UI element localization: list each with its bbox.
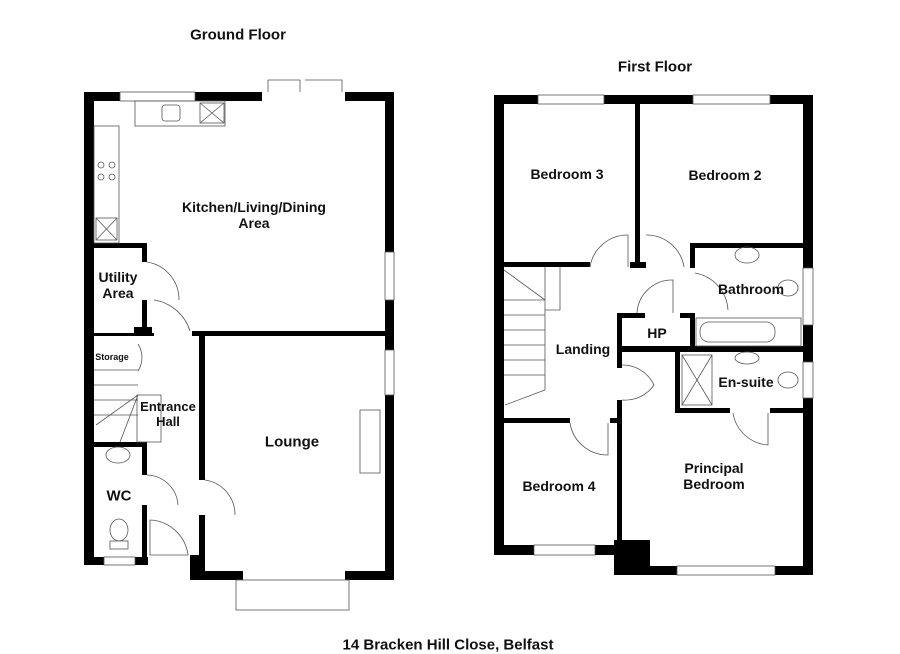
room-label-entrance-hall: Entrance Hall [140,399,196,429]
first-floor-heading: First Floor [617,58,693,76]
property-address: 14 Bracken Hill Close, Belfast [342,636,554,654]
room-label-wc: WC [106,487,132,505]
room-label-storage: Storage [95,351,129,362]
room-label-utility: Utility Area [98,268,138,301]
ground-floor-walls [84,92,394,580]
room-label-bathroom: Bathroom [717,280,785,297]
room-label-hp: HP [647,324,667,341]
room-label-kitchen: Kitchen/Living/Dining Area [182,198,326,231]
first-floor-fixtures [503,94,814,576]
room-label-principal-bedroom: Principal Bedroom [683,459,745,492]
room-label-landing: Landing [555,340,611,357]
room-label-bedroom-3: Bedroom 3 [530,165,604,182]
ground-floor-heading: Ground Floor [190,26,286,44]
ground-floor-fixtures [93,79,395,611]
room-label-bedroom-4: Bedroom 4 [522,477,596,494]
room-label-bedroom-2: Bedroom 2 [688,166,762,183]
first-floor-walls [494,95,813,575]
room-label-lounge: Lounge [264,433,320,451]
room-label-en-suite: En-suite [718,373,774,390]
